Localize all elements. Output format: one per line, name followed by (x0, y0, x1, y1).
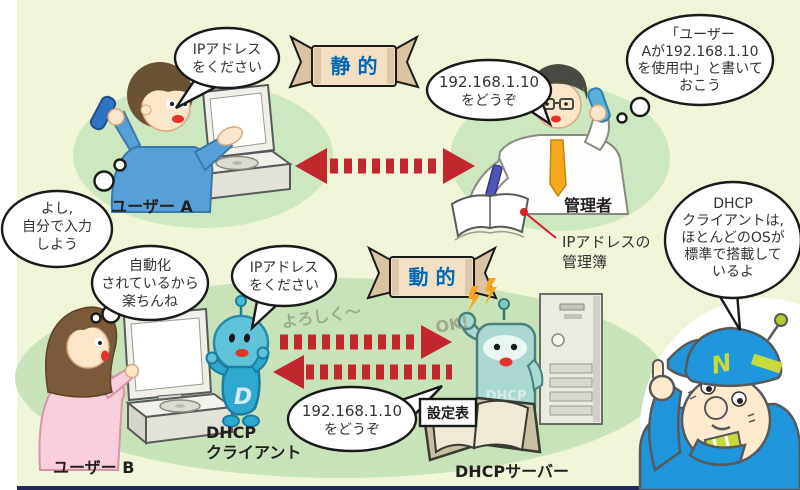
dhcp-client-robot: D (205, 295, 270, 428)
bubble-client-request: IPアドレス をください (230, 244, 338, 332)
bubble-text: おこう (679, 78, 721, 94)
bubble-admin-thought: 「ユーザー Aが192.168.1.10 を使用中」と書いて おこう (616, 13, 775, 124)
mouth (551, 115, 561, 123)
bubble-text: DHCP (713, 196, 753, 212)
bubble-admin-offer: 192.168.1.10 をどうぞ (425, 58, 553, 128)
ledger-label: IPアドレスの (562, 233, 650, 251)
bubble-text: 192.168.1.10 (439, 73, 539, 91)
hand (124, 363, 140, 379)
mouth (172, 115, 184, 123)
mascot-figure: N (638, 313, 800, 490)
bubble-text: 自分で入力 (22, 219, 92, 235)
label-admin: 管理者 (564, 196, 612, 215)
hand (216, 126, 244, 146)
bubble-text: IPアドレス (193, 42, 262, 58)
lightning-icon (468, 278, 497, 312)
hair (529, 64, 588, 100)
arrow-static-bidirectional (295, 148, 475, 184)
bubble-mascot-note: DHCP クライアントは, ほとんどのOSが 標準で搭載して いるよ (663, 180, 800, 331)
necktie (549, 139, 567, 198)
mouth (101, 350, 109, 362)
bubble-text: をください (249, 278, 319, 294)
bubble-text: 標準で搭載して (684, 247, 782, 263)
banner-static-label: 静 的 (331, 54, 378, 78)
bubble-text: IPアドレス (250, 260, 319, 276)
bubble-text: をどうぞ (324, 422, 380, 438)
bubble-text: 「ユーザー (665, 27, 735, 43)
label-user-a: ユーザー A (111, 197, 193, 216)
nose (704, 396, 728, 420)
face (483, 335, 527, 361)
fist (457, 311, 477, 331)
mouth (235, 349, 249, 357)
arrow-client-request (280, 325, 452, 359)
label-dhcp-client: クライアント (206, 443, 301, 462)
computer-user-b (122, 307, 235, 446)
face (66, 325, 110, 369)
config-table-label: 設定表 (427, 405, 470, 422)
antenna (766, 323, 781, 341)
bubble-text: されているから (101, 276, 199, 292)
bubble-text: いるよ (712, 264, 754, 280)
mouth (711, 424, 731, 431)
bubble-text: 楽ちんね (122, 294, 178, 310)
bubble-user-a-thought: よし, 自分で入力 しよう (0, 158, 127, 269)
label-user-b: ユーザー B (53, 458, 134, 477)
right-page (472, 399, 530, 452)
footer-rule (17, 486, 655, 490)
bubble-user-b-thought: 自動化 されているから 楽ちんね (90, 244, 210, 324)
user-a-figure (89, 62, 244, 213)
bubble-text: よし, (41, 201, 73, 217)
cap (684, 326, 783, 388)
bubble-text: 自動化 (129, 258, 171, 274)
bubble-text: ほとんどのOSが (681, 230, 785, 246)
banner-dynamic-label: 動 的 (409, 265, 456, 289)
banner-static: 静 的 (288, 34, 420, 89)
body (221, 365, 261, 416)
client-robot-letter: D (234, 385, 252, 410)
label-dhcp-client: DHCP (206, 423, 256, 442)
bubble-text: をください (192, 60, 262, 76)
server-tower (539, 293, 603, 425)
bubble-text: をどうぞ (461, 93, 517, 109)
bubble-server-offer: 192.168.1.10 をどうぞ (286, 384, 443, 453)
arrow-server-reply (273, 355, 452, 389)
mouth (499, 357, 513, 367)
bubble-text: 192.168.1.10 (302, 402, 402, 420)
bubble-text: を使用中」と書いて (637, 60, 763, 77)
bubble-user-a-request: IPアドレス をください (173, 26, 281, 110)
user-b-figure (38, 306, 140, 471)
monitor-screen (130, 317, 204, 392)
banner-dynamic: 動 的 (366, 245, 498, 300)
admin-figure (450, 64, 630, 241)
ledger-label: 管理簿 (562, 253, 607, 271)
bubble-text: しよう (36, 237, 78, 253)
ledger-annotation: IPアドレスの 管理簿 (520, 208, 650, 271)
power-button (551, 333, 565, 347)
bubble-text: Aが192.168.1.10 (641, 44, 758, 60)
config-table-tag: 設定表 (418, 397, 478, 428)
label-dhcp-server: DHCPサーバー (455, 462, 569, 481)
bubble-text: クライアントは, (682, 213, 784, 229)
